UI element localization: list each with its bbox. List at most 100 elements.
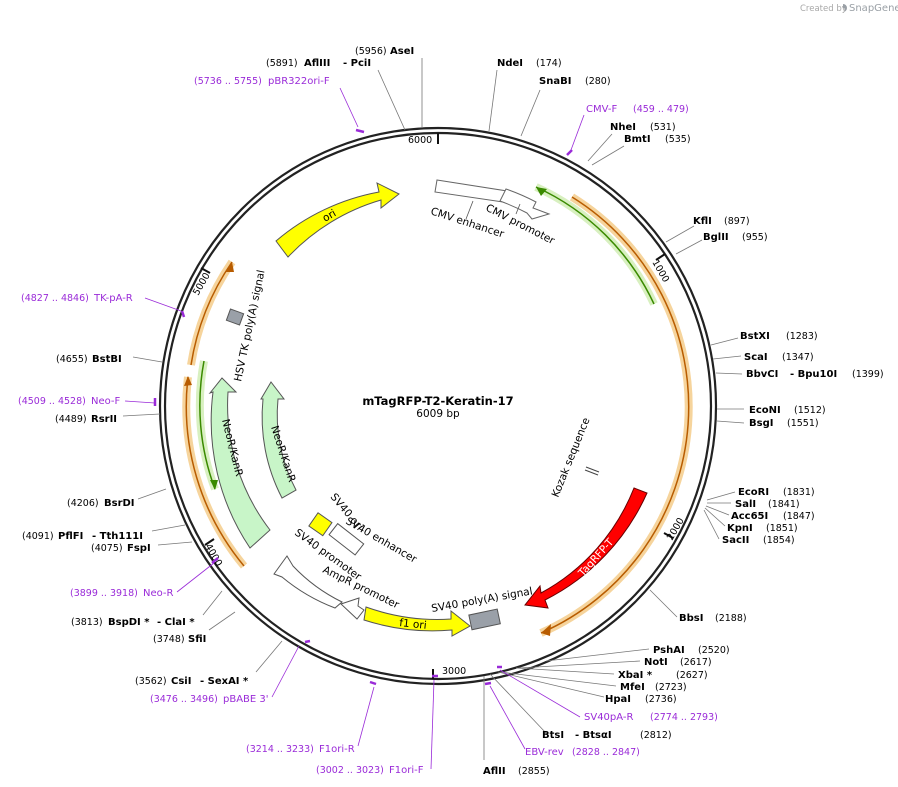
primer-f1ori-r-range: (3214 .. 3233)	[246, 744, 314, 755]
enzyme-econi-name[interactable]: EcoNI	[749, 405, 781, 416]
enzyme-clai-name[interactable]: - ClaI *	[157, 617, 195, 628]
tick-marks	[200, 133, 674, 679]
enzyme-ndei-name[interactable]: NdeI	[497, 58, 523, 69]
enzyme-sfii-pos: (3748)	[153, 634, 185, 645]
cmv-promoter-arrow	[499, 188, 551, 220]
orf-left-green-arrowhead	[210, 480, 218, 490]
kozak-label: Kozak sequence	[550, 416, 593, 499]
enzyme-bsgi-name[interactable]: BsgI	[749, 418, 773, 429]
enzyme-bbsi-pos: (2188)	[715, 613, 747, 624]
enzyme-xbai-name[interactable]: XbaI *	[618, 670, 653, 681]
enzyme-afliii-name[interactable]: AflIII	[304, 58, 330, 69]
enzyme-btsi-name[interactable]: BtsI	[542, 730, 564, 741]
enzyme-snabi-pos: (280)	[585, 76, 611, 87]
enzyme-asei-name[interactable]: AseI	[390, 46, 414, 57]
enzyme-aflii-name[interactable]: AflII	[483, 766, 506, 777]
primer-neo-r-name[interactable]: Neo-R	[143, 588, 174, 599]
primer-pbabe3-range: (3476 .. 3496)	[150, 694, 218, 705]
ori-arrow	[275, 182, 400, 258]
enzyme-sfii-name[interactable]: SfiI	[188, 634, 206, 645]
enzyme-bstbi-name[interactable]: BstBI	[92, 354, 122, 365]
enzyme-sacii-name[interactable]: SacII	[722, 535, 749, 546]
enzyme-acc65i-name[interactable]: Acc65I	[731, 511, 768, 522]
enzyme-bbsi-name[interactable]: BbsI	[679, 613, 703, 624]
enzyme-bspdi-name[interactable]: BspDI *	[108, 617, 150, 628]
primer-cmv-f-name[interactable]: CMV-F	[586, 104, 617, 115]
enzyme-kfli-pos: (897)	[724, 216, 750, 227]
orf-left-top-line	[190, 261, 233, 366]
primer-f1ori-f-name[interactable]: F1ori-F	[389, 765, 424, 776]
enzyme-rsrii-name[interactable]: RsrII	[91, 414, 117, 425]
enzyme-asei-pos: (5956)	[355, 46, 387, 57]
orf-left-top-arrowhead	[226, 262, 234, 272]
primer-sv40pa-r-name[interactable]: SV40pA-R	[584, 712, 633, 723]
enzyme-hpai-name[interactable]: HpaI	[605, 694, 631, 705]
enzyme-bsrdi-name[interactable]: BsrDI	[104, 498, 135, 509]
enzyme-bpu10i-name[interactable]: - Bpu10I	[790, 369, 837, 380]
primer-pbr322ori-f-range: (5736 .. 5755)	[194, 76, 262, 87]
primer-f1ori-r-name[interactable]: F1ori-R	[319, 744, 355, 755]
orf-right-line	[540, 196, 690, 634]
enzyme-bstxi-pos: (1283)	[786, 331, 818, 342]
enzyme-bmti-name[interactable]: BmtI	[624, 134, 651, 145]
enzyme-nhei-name[interactable]: NheI	[610, 122, 636, 133]
tagrfp-label: TagRFP-T	[576, 536, 617, 580]
plasmid-size: 6009 bp	[416, 408, 460, 420]
ampr-promoter-arrow	[340, 597, 365, 620]
enzyme-sacii-pos: (1854)	[763, 535, 795, 546]
enzyme-sali-name[interactable]: SalI	[735, 499, 756, 510]
primer-leader-lines	[124, 87, 585, 770]
enzyme-acc65i-pos: (1847)	[783, 511, 815, 522]
sv40-polya-label: SV40 poly(A) signal	[430, 585, 533, 615]
primer-pbabe3-name[interactable]: pBABE 3'	[223, 694, 269, 705]
enzyme-bglii-name[interactable]: BglII	[703, 232, 729, 243]
orf-left-green-line	[199, 360, 216, 490]
enzyme-mfei-name[interactable]: MfeI	[620, 682, 645, 693]
enzyme-bstbi-pos: (4655)	[56, 354, 88, 365]
enzyme-pflfi-pos: (4091)	[22, 531, 54, 542]
enzyme-snabi-name[interactable]: SnaBI	[539, 76, 571, 87]
enzyme-fspi-name[interactable]: FspI	[127, 543, 151, 554]
primer-sv40pa-r-range: (2774 .. 2793)	[650, 712, 718, 723]
enzyme-pcii-name[interactable]: - PciI	[343, 58, 371, 69]
orf-green-line	[535, 186, 655, 305]
f1-ori-arrow	[363, 606, 471, 637]
enzyme-fspi-pos: (4075)	[91, 543, 123, 554]
enzyme-sexai-name[interactable]: - SexAI *	[200, 676, 249, 687]
enzyme-econi-pos: (1512)	[794, 405, 826, 416]
enzyme-kfli-name[interactable]: KflI	[693, 216, 712, 227]
primer-pbr322ori-f-name[interactable]: pBR322ori-F	[268, 76, 330, 87]
enzyme-bbvci-name[interactable]: BbvCI	[746, 369, 778, 380]
enzyme-ecori-pos: (1831)	[783, 487, 815, 498]
enzyme-ndei-pos: (174)	[536, 58, 562, 69]
enzyme-aflii-pos: (2855)	[518, 766, 550, 777]
enzyme-btsai-name[interactable]: - BtsαI	[575, 730, 612, 741]
primer-ebv-rev-name[interactable]: EBV-rev	[525, 747, 564, 758]
enzyme-kpni-name[interactable]: KpnI	[727, 523, 753, 534]
primer-neo-f-range: (4509 .. 4528)	[18, 396, 86, 407]
enzyme-scai-name[interactable]: ScaI	[744, 352, 768, 363]
f1-ori-label: f1 ori	[399, 617, 427, 632]
primer-tk-pa-r-range: (4827 .. 4846)	[21, 293, 89, 304]
primer-neo-f-name[interactable]: Neo-F	[91, 396, 121, 407]
enzyme-bstxi-name[interactable]: BstXI	[740, 331, 770, 342]
enzyme-pshai-name[interactable]: PshAI	[653, 645, 685, 656]
enzyme-rsrii-pos: (4489)	[55, 414, 87, 425]
enzyme-pflfi-name[interactable]: PflFI	[58, 531, 83, 542]
primer-markers	[153, 128, 573, 686]
enzyme-ecori-name[interactable]: EcoRI	[738, 487, 769, 498]
neor-inner-arrow	[260, 381, 297, 499]
enzyme-csii-name[interactable]: CsiI	[171, 676, 191, 687]
enzyme-tth111i-name[interactable]: - Tth111I	[92, 531, 143, 542]
hsv-tk-polya-label: HSV TK poly(A) signal	[232, 269, 267, 383]
enzyme-noti-pos: (2617)	[680, 657, 712, 668]
orf-left-bottom-arrowhead	[184, 376, 192, 386]
ori-label: ori	[321, 207, 339, 224]
sv40-promoter-arrow	[273, 555, 343, 609]
enzyme-noti-name[interactable]: NotI	[644, 657, 668, 668]
primer-tk-pa-r-name[interactable]: TK-pA-R	[93, 293, 133, 304]
enzyme-bspdi-pos: (3813)	[71, 617, 103, 628]
enzyme-kpni-pos: (1851)	[766, 523, 798, 534]
orf-right-band	[539, 193, 693, 637]
primer-cmv-f-range: (459 .. 479)	[633, 104, 689, 115]
